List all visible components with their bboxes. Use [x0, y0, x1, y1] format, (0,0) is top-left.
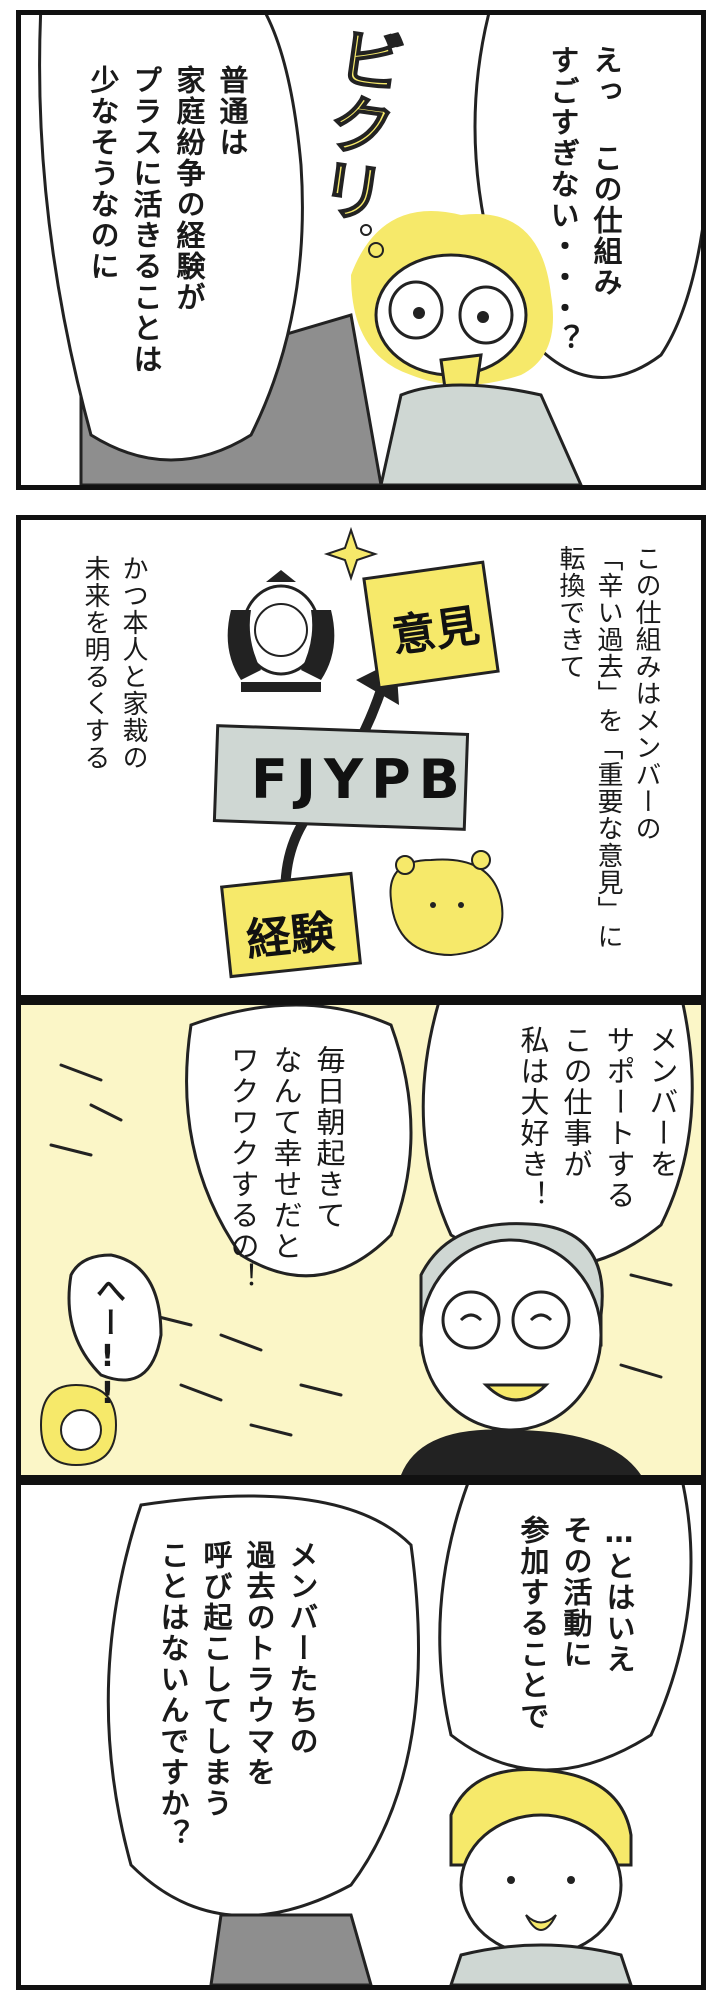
speech-bubble-excited: 毎日朝起きて なんて幸せだと ワクワクするの！ [226, 1045, 346, 1293]
comic-panel-2: 意見 FJYPB 経験 この仕組みはメンバーの 「辛い過去」を「重要な意見」に … [16, 515, 706, 1000]
speech-bubble-heeh: へー!! [90, 1275, 125, 1413]
comic-panel-3: メンバーを サポートする この仕事が 私は大好き！ 毎日朝起きて なんて幸せだと… [16, 1000, 706, 1480]
speech-bubble-love-job: メンバーを サポートする この仕事が 私は大好き！ [516, 1025, 679, 1211]
caption-conversion: この仕組みはメンバーの 「辛い過去」を「重要な意見」に 転換できて [555, 545, 661, 950]
panel-3-artwork [21, 1005, 701, 1475]
speech-bubble-trauma-question: メンバーたちの 過去のトラウマを 呼び起こしてしまう ことはないんですか？ [156, 1540, 319, 1850]
speech-bubble-family-dispute: 普通は 家庭紛争の経験が プラスに活きることは 少なそうなのに [86, 65, 249, 375]
speech-bubble-surprise: えっ この仕組み すごすぎない・・・？ [546, 45, 623, 355]
experience-box-label: 経験 [244, 906, 337, 967]
coat-of-arms-icon [227, 570, 335, 692]
opinion-box-label: 意見 [388, 600, 483, 663]
comic-panel-1: ビクリ えっ この仕組み すごすぎない・・・？ 普通は 家庭紛争の経験が プラス… [16, 10, 706, 490]
panel-4-artwork [106, 1485, 693, 1985]
speech-bubble-however: …とはいえ その活動に 参加することで [516, 1515, 636, 1732]
caption-bright-future: かつ本人と家裁の 未来を明るくする [80, 555, 148, 771]
fjypb-box-label: FJYPB [251, 748, 468, 811]
panel-1-artwork [38, 15, 701, 485]
panel-2-diagram [212, 526, 504, 979]
comic-panel-4: …とはいえ その活動に 参加することで メンバーたちの 過去のトラウマを 呼び起… [16, 1480, 706, 1990]
